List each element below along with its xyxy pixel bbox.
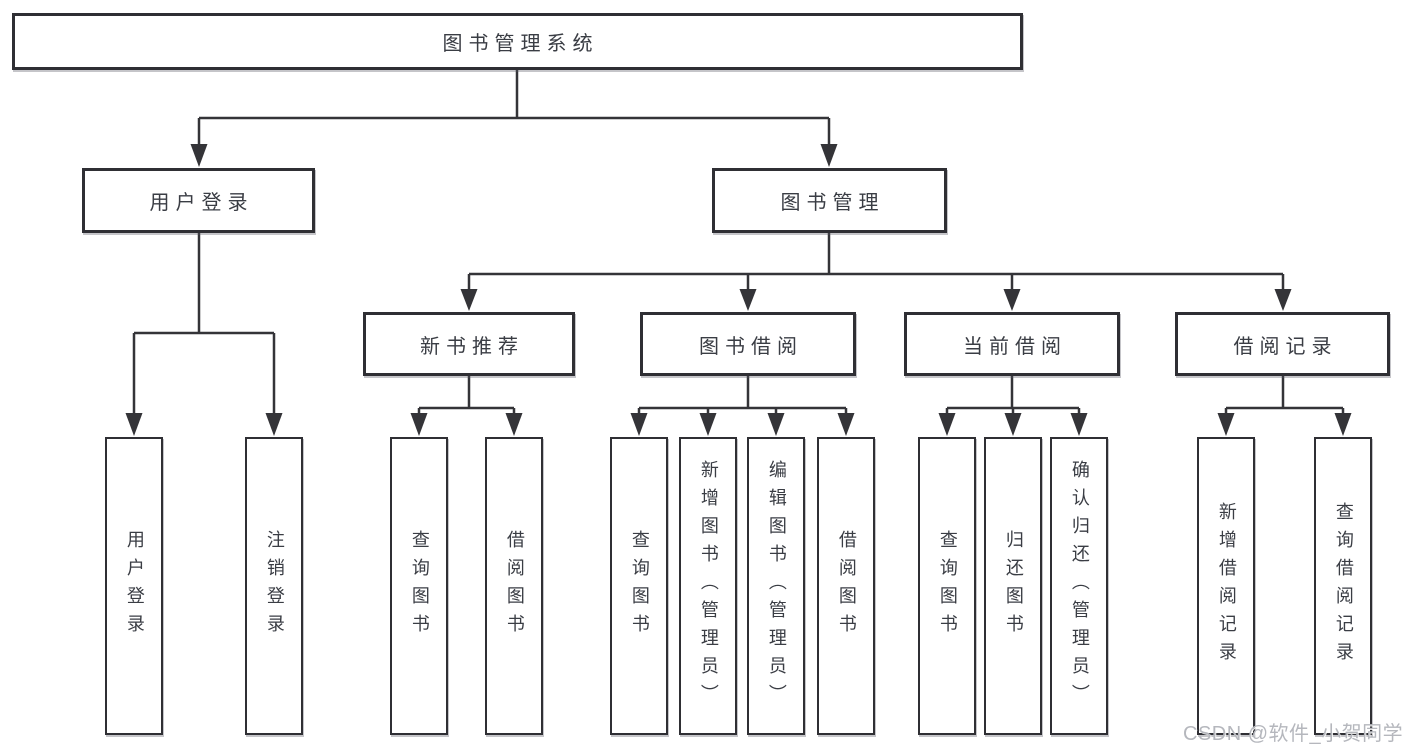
leaf-label: 新增借阅记录 (1216, 502, 1237, 670)
node-add-book-admin: 新增图书（管理员） (679, 437, 737, 735)
leaf-label: 查询图书 (937, 530, 958, 642)
node-borrow-books-2: 借阅图书 (817, 437, 875, 735)
leaf-label: 确认归还（管理员） (1069, 460, 1090, 712)
csdn-watermark: CSDN @软件_小贺同学 (1183, 723, 1404, 745)
node-borrowing-records: 借阅记录 (1175, 312, 1390, 376)
leaf-label: 查询图书 (629, 530, 650, 642)
leaf-label: 归还图书 (1003, 530, 1024, 642)
connector-segments (132, 70, 1345, 416)
leaf-label: 借阅图书 (836, 530, 857, 642)
node-book-management: 图书管理 (712, 168, 947, 233)
leaf-label: 借阅图书 (504, 530, 525, 642)
arrowheads (125, 144, 1352, 436)
node-return-books: 归还图书 (984, 437, 1042, 735)
node-confirm-return-admin: 确认归还（管理员） (1050, 437, 1108, 735)
node-new-book-recommendation: 新书推荐 (363, 312, 575, 376)
node-borrow-books-1: 借阅图书 (485, 437, 543, 735)
node-edit-book-admin: 编辑图书（管理员） (747, 437, 805, 735)
leaf-label: 注销登录 (264, 530, 285, 642)
node-query-books-2: 查询图书 (610, 437, 668, 735)
node-add-borrow-record: 新增借阅记录 (1197, 437, 1255, 735)
leaf-label: 查询借阅记录 (1333, 502, 1354, 670)
node-query-books-1: 查询图书 (390, 437, 448, 735)
node-current-borrowing: 当前借阅 (904, 312, 1120, 376)
leaf-label: 用户登录 (124, 530, 145, 642)
leaf-label: 新增图书（管理员） (698, 460, 719, 712)
node-user-login: 用户登录 (82, 168, 315, 233)
node-logout: 注销登录 (245, 437, 303, 735)
node-book-borrowing: 图书借阅 (640, 312, 856, 376)
leaf-label: 查询图书 (409, 530, 430, 642)
leaf-label: 编辑图书（管理员） (766, 460, 787, 712)
node-root: 图书管理系统 (12, 13, 1023, 70)
node-query-books-3: 查询图书 (918, 437, 976, 735)
node-user-login-leaf: 用户登录 (105, 437, 163, 735)
node-query-borrow-record: 查询借阅记录 (1314, 437, 1372, 735)
